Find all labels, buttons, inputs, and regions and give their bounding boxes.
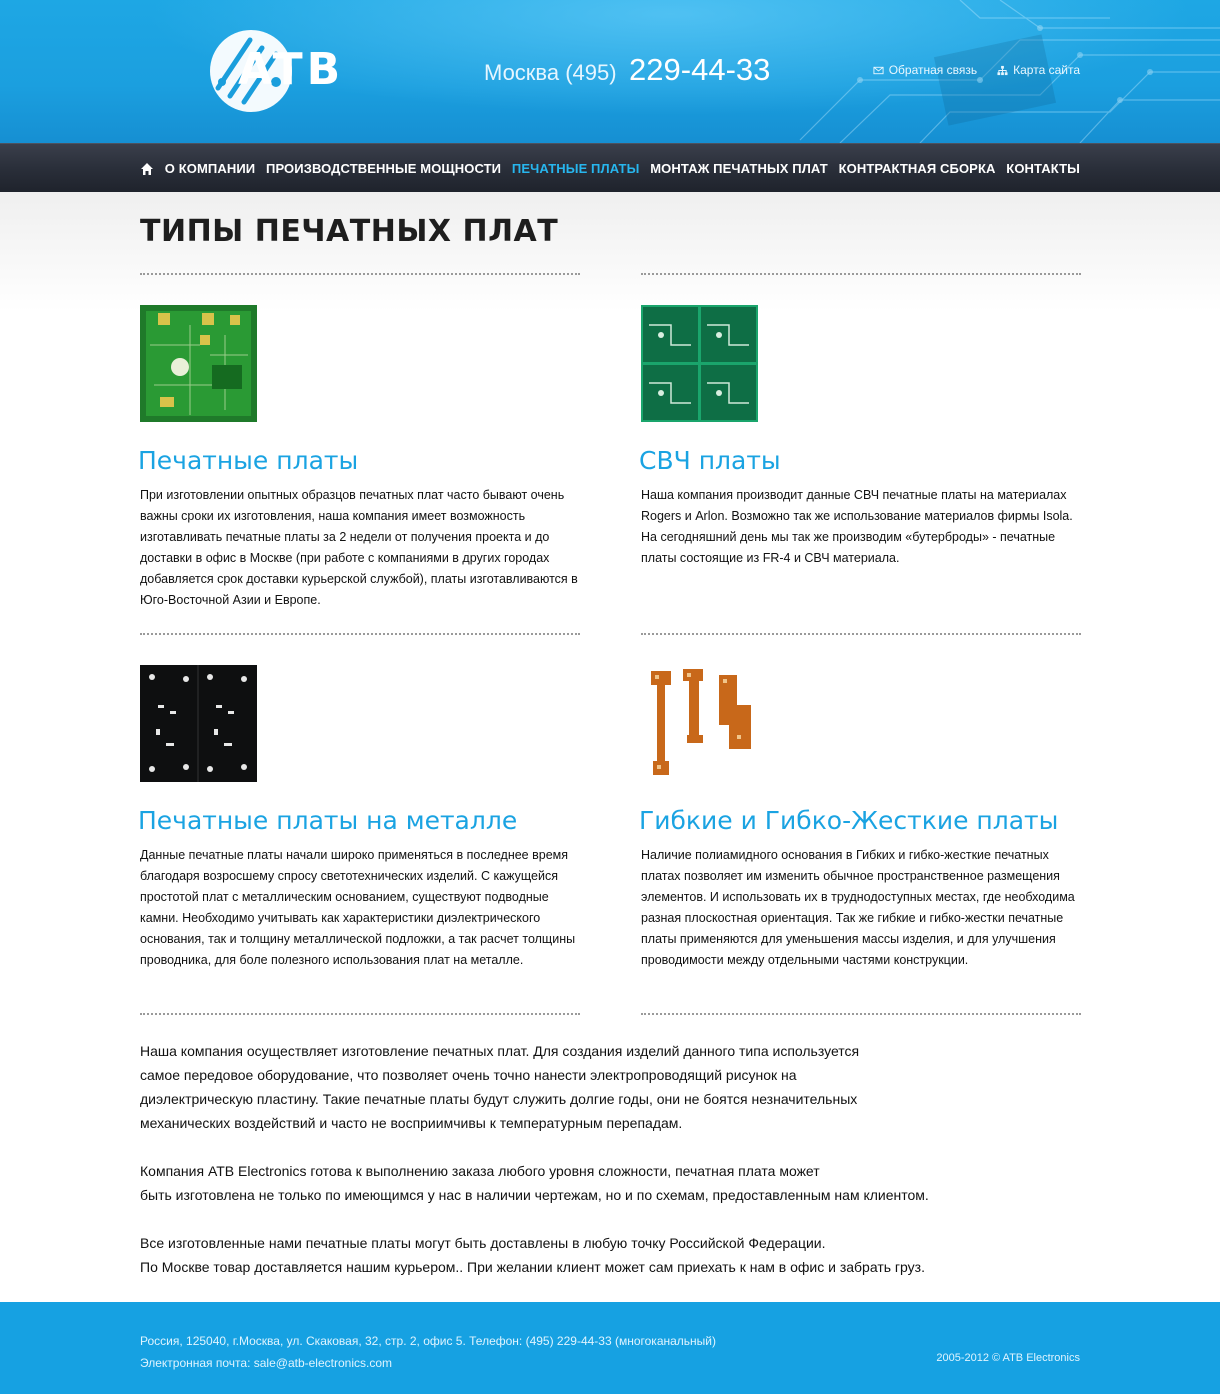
- site-footer: Россия, 125040, г.Москва, ул. Скаковая, …: [0, 1302, 1220, 1394]
- card-text: При изготовлении опытных образцов печатн…: [140, 488, 578, 607]
- footer-address: Россия, 125040, г.Москва, ул. Скаковая, …: [140, 1334, 716, 1348]
- text-line: диэлектрическую пластину. Такие печатные…: [140, 1091, 858, 1107]
- home-icon: [141, 162, 153, 175]
- divider: [641, 633, 1081, 635]
- card-title[interactable]: Печатные платы: [138, 446, 359, 475]
- card-text: Наличие полиамидного основания в Гибких …: [641, 848, 1075, 967]
- content-top-shade: [0, 192, 1220, 312]
- card-text: Данные печатные платы начали широко прим…: [140, 848, 576, 967]
- header-links: Обратная связь Карта сайта: [873, 63, 1080, 77]
- footer-address-block: Россия, 125040, г.Москва, ул. Скаковая, …: [140, 1330, 716, 1374]
- metal-pcb-image[interactable]: [140, 665, 257, 782]
- flex-pcb-image[interactable]: [641, 665, 758, 782]
- footer-email[interactable]: Электронная почта: sale@atb-electronics.…: [140, 1356, 392, 1370]
- site-header: ATB Москва (495) 229-44-33 Обратная связ…: [0, 0, 1220, 143]
- feedback-link[interactable]: Обратная связь: [873, 63, 977, 77]
- main-nav: О компании Производственные мощности Печ…: [0, 143, 1220, 192]
- paragraph-intro: Наша компания осуществляет изготовление …: [140, 1039, 859, 1135]
- text-line: механических воздействий и часто не восп…: [140, 1115, 683, 1131]
- nav-item-about[interactable]: О компании: [164, 161, 256, 176]
- page-title: ТИПЫ ПЕЧАТНЫХ ПЛАТ: [140, 214, 559, 249]
- divider: [641, 1013, 1081, 1015]
- text-line: Все изготовленные нами печатные платы мо…: [140, 1235, 826, 1251]
- divider: [140, 633, 580, 635]
- paragraph-delivery: Все изготовленные нами печатные платы мо…: [140, 1231, 925, 1279]
- logo-text: ATB: [238, 44, 345, 95]
- divider: [140, 1013, 580, 1015]
- text-line: Наша компания осуществляет изготовление …: [140, 1043, 860, 1059]
- nav-item-production[interactable]: Производственные мощности: [266, 161, 502, 176]
- card-title[interactable]: Печатные платы на металле: [138, 806, 518, 835]
- card-title[interactable]: СВЧ платы: [639, 446, 781, 475]
- divider: [641, 273, 1081, 275]
- sitemap-link[interactable]: Карта сайта: [997, 63, 1080, 77]
- divider: [140, 273, 580, 275]
- header-glow: [0, 0, 1220, 143]
- sitemap-link-label: Карта сайта: [1013, 63, 1080, 77]
- circuit-background: [799, 0, 1220, 143]
- header-phone: Москва (495) 229-44-33: [484, 52, 770, 88]
- card-title[interactable]: Гибкие и Гибко-Жесткие платы: [639, 806, 1059, 835]
- atb-logo[interactable]: [140, 28, 380, 114]
- text-line: По Москве товар доставляется нашим курье…: [140, 1259, 925, 1275]
- card-text: Наша компания производит данные СВЧ печа…: [641, 488, 1073, 565]
- phone-number: 229-44-33: [629, 52, 771, 87]
- nav-item-contract[interactable]: Контрактная сборка: [838, 161, 996, 176]
- microwave-pcb-image[interactable]: [641, 305, 758, 422]
- paragraph-company: Компания ATB Electronics готова к выполн…: [140, 1159, 929, 1207]
- mail-icon: [873, 66, 884, 74]
- text-line: Компания ATB Electronics готова к выполн…: [140, 1163, 820, 1179]
- text-line: самое передовое оборудование, что позвол…: [140, 1067, 797, 1083]
- nav-item-pcb[interactable]: Печатные платы: [511, 161, 640, 176]
- nav-item-contacts[interactable]: Контакты: [1006, 161, 1080, 176]
- phone-city: Москва (495): [484, 60, 617, 85]
- sitemap-icon: [997, 65, 1008, 75]
- green-pcb-image[interactable]: [140, 305, 257, 422]
- footer-copyright: 2005-2012 © ATB Electronics: [936, 1352, 1080, 1364]
- text-line: быть изготовлена не только по имеющимся …: [140, 1187, 929, 1203]
- feedback-link-label: Обратная связь: [888, 63, 978, 77]
- nav-home[interactable]: [140, 162, 154, 176]
- nav-item-assembly[interactable]: Монтаж печатных плат: [650, 161, 828, 176]
